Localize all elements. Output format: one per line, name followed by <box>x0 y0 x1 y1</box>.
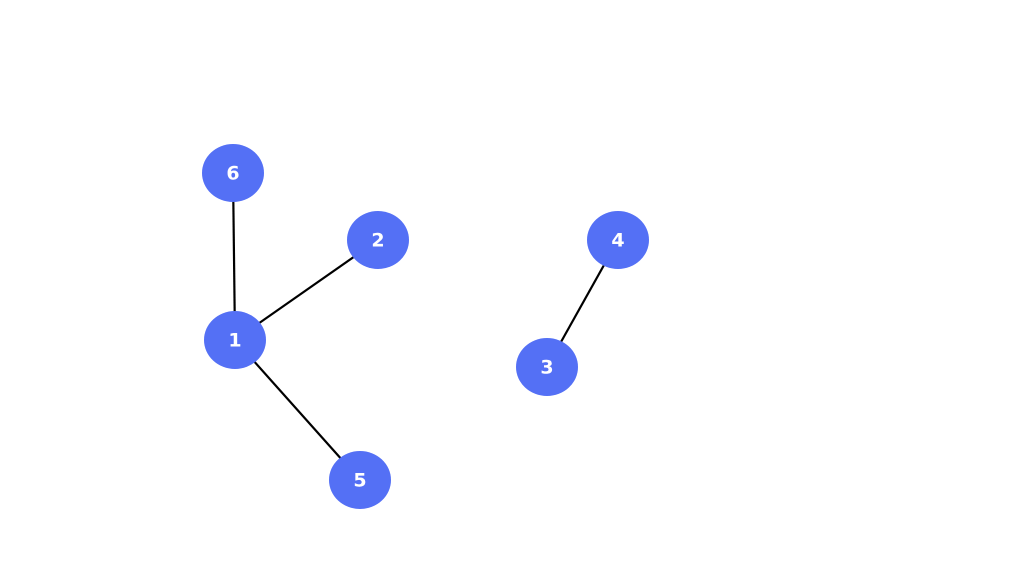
node-label-2: 2 <box>371 230 384 252</box>
nodes-layer: 6 2 4 1 3 5 <box>202 144 649 509</box>
node-label-6: 6 <box>226 163 239 185</box>
node-label-5: 5 <box>353 470 366 492</box>
node-circle-6 <box>202 144 264 202</box>
node-2: 2 <box>347 211 409 269</box>
node-circle-2 <box>347 211 409 269</box>
node-3: 3 <box>516 338 578 396</box>
node-label-4: 4 <box>611 230 624 252</box>
edge-1-5 <box>234 339 361 481</box>
node-label-1: 1 <box>228 330 241 352</box>
node-6: 6 <box>202 144 264 202</box>
node-circle-5 <box>329 451 391 509</box>
node-label-3: 3 <box>540 357 553 379</box>
edges-layer <box>231 172 619 481</box>
node-circle-1 <box>204 311 266 369</box>
node-circle-3 <box>516 338 578 396</box>
node-4: 4 <box>587 211 649 269</box>
node-5: 5 <box>329 451 391 509</box>
node-1: 1 <box>204 311 266 369</box>
node-circle-4 <box>587 211 649 269</box>
